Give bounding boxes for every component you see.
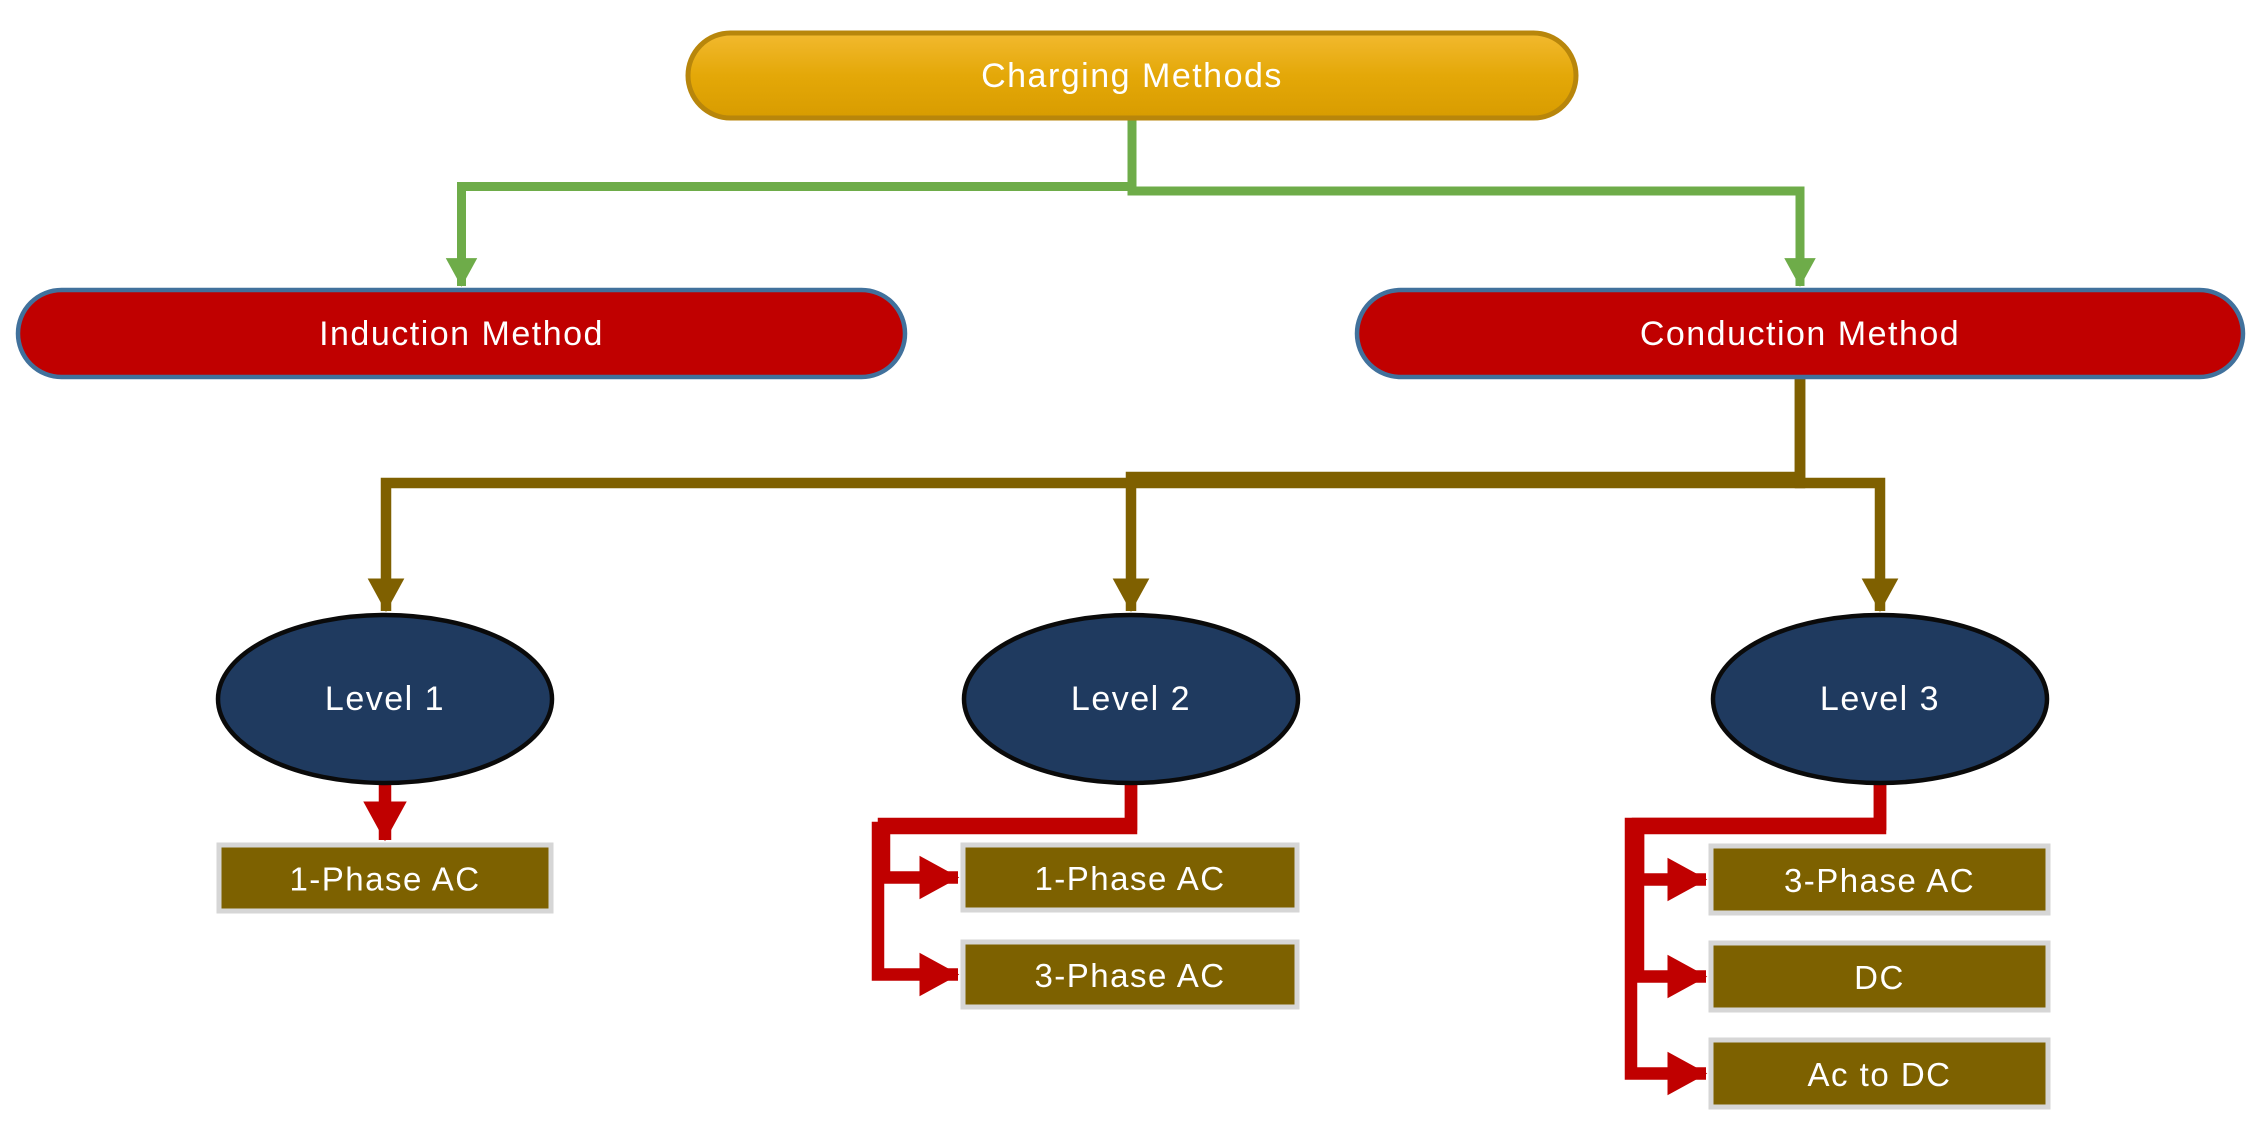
connector-level-2-to-output-2 <box>871 783 1138 997</box>
level-3-output-1-label: 3-Phase AC <box>1784 862 1975 899</box>
connector-conduction-to-level-3 <box>1794 377 1899 613</box>
root-node-charging-methods: Charging Methods <box>685 30 1579 121</box>
level-3-node: Level 3 <box>1710 612 2050 786</box>
method-node-induction: Induction Method <box>15 287 908 380</box>
conduction-node-shape <box>1354 287 2246 380</box>
induction-node-shape <box>15 287 908 380</box>
level-3-output-1-shape <box>1708 843 2051 916</box>
level-3-output-2-shape <box>1708 940 2051 1013</box>
level-2-output-2-shape <box>960 939 1300 1010</box>
level-1-output-1-shape <box>216 842 554 914</box>
induction-node-label: Induction Method <box>319 315 604 353</box>
root-node-label: Charging Methods <box>981 57 1283 95</box>
level-2-output-2-label: 3-Phase AC <box>1034 957 1225 994</box>
level-3-output-3-shape <box>1708 1037 2051 1110</box>
level-2-output-box-2: 3-Phase AC <box>960 939 1300 1010</box>
level-3-output-2-label: DC <box>1854 959 1905 996</box>
root-node-shape <box>685 30 1579 121</box>
level-2-output-box-1: 1-Phase AC <box>960 842 1300 913</box>
level-2-label: Level 2 <box>1071 680 1191 718</box>
level-3-label: Level 3 <box>1820 680 1940 718</box>
conduction-node-label: Conduction Method <box>1640 315 1960 353</box>
level-2-output-1-shape <box>960 842 1300 913</box>
level-3-shape <box>1710 612 2050 786</box>
connector-root-to-conduction <box>1127 118 1816 287</box>
level-3-output-box-1: 3-Phase AC <box>1708 843 2051 916</box>
level-3-output-box-3: Ac to DC <box>1708 1037 2051 1110</box>
method-node-conduction: Conduction Method <box>1354 287 2246 380</box>
level-3-output-3-label: Ac to DC <box>1807 1056 1951 1093</box>
level-1-output-box-1: 1-Phase AC <box>216 842 554 914</box>
level-3-output-box-2: DC <box>1708 940 2051 1013</box>
connector-conduction-to-level-1 <box>367 377 1806 613</box>
level-2-shape <box>961 612 1301 786</box>
level-2-node: Level 2 <box>961 612 1301 786</box>
level-1-shape <box>215 612 555 786</box>
level-1-output-1-label: 1-Phase AC <box>289 861 480 898</box>
level-1-node: Level 1 <box>215 612 555 786</box>
connector-root-to-induction <box>445 118 1137 287</box>
level-2-output-1-label: 1-Phase AC <box>1034 860 1225 897</box>
level-1-label: Level 1 <box>325 680 445 718</box>
connector-level-3-to-output-3 <box>1624 783 1887 1096</box>
connector-conduction-to-level-2 <box>1112 377 1806 613</box>
